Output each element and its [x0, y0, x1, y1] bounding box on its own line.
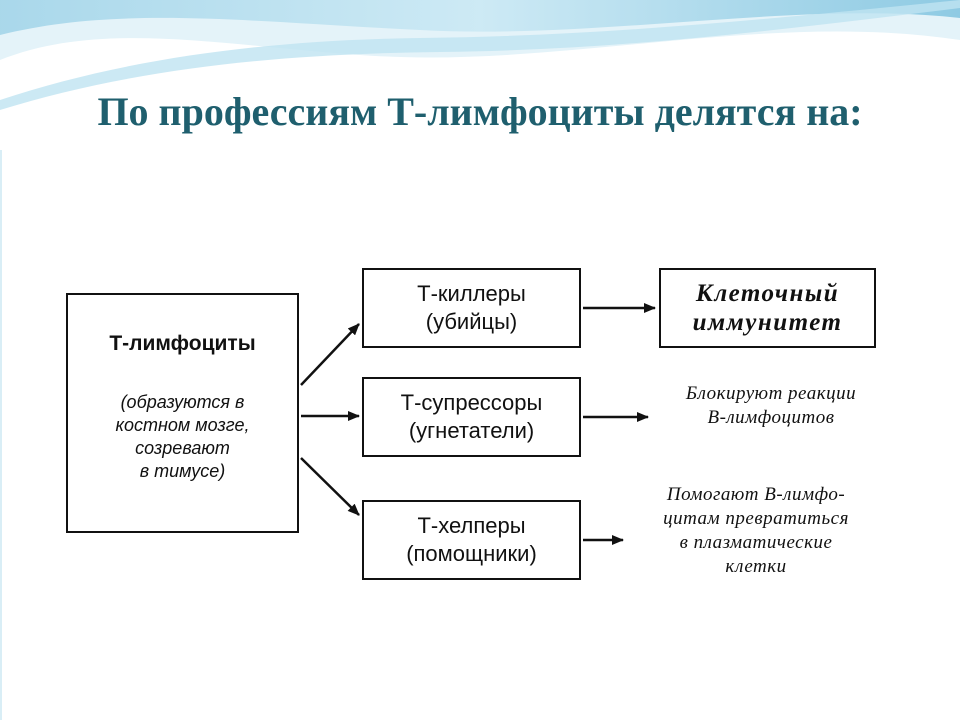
- t-lymphocytes-subtitle: (образуются в костном мозге, созревают в…: [68, 391, 297, 483]
- arrow-to-helpers: [300, 457, 360, 516]
- t-suppressors-alias: (угнетатели): [408, 418, 535, 443]
- t-killers-name: Т-киллеры: [417, 281, 526, 306]
- description-line: Помогают В-лимфо-: [666, 484, 846, 505]
- subtitle-line: созревают: [135, 438, 230, 458]
- cellular-immunity-line: Клеточный: [695, 280, 840, 307]
- t-suppressors-name: Т-супрессоры: [400, 390, 543, 415]
- t-lymphocytes-title: Т-лимфоциты: [109, 332, 256, 355]
- t-lymphocytes-box: Т-лимфоциты (образуются в костном мозге,…: [66, 293, 299, 533]
- helpers-description: Помогают В-лимфо- цитам превратиться в п…: [615, 483, 897, 579]
- t-suppressors-box: Т-супрессоры (угнетатели): [362, 377, 581, 457]
- description-line: клетки: [725, 556, 787, 577]
- t-killers-alias: (убийцы): [425, 309, 518, 334]
- suppressors-description: Блокируют реакции В-лимфоцитов: [640, 382, 902, 430]
- cellular-immunity-line: иммунитет: [692, 309, 843, 336]
- description-line: в плазматические: [679, 532, 833, 553]
- slide-title: По профессиям Т-лимфоциты делятся на:: [97, 89, 863, 134]
- t-helpers-name: Т-хелперы: [417, 513, 526, 538]
- subtitle-line: костном мозге,: [115, 415, 250, 435]
- subtitle-line: в тимусе): [139, 461, 226, 481]
- description-line: цитам превратиться: [663, 508, 849, 529]
- subtitle-line: (образуются в: [120, 392, 245, 412]
- description-line: Блокируют реакции: [685, 383, 857, 404]
- t-helpers-alias: (помощники): [406, 541, 537, 566]
- description-line: В-лимфоцитов: [707, 407, 835, 428]
- header-wave-accent: [0, 0, 960, 110]
- t-helpers-box: Т-хелперы (помощники): [362, 500, 581, 580]
- header-wave: [0, 0, 960, 35]
- t-killers-box: Т-киллеры (убийцы): [362, 268, 581, 348]
- cellular-immunity-box: Клеточный иммунитет: [659, 268, 876, 348]
- arrow-to-killers: [300, 323, 360, 386]
